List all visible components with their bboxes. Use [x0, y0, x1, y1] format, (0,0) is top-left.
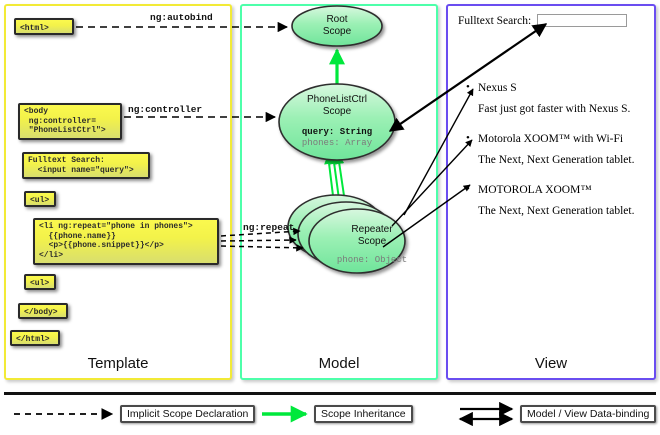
- column-model: Model: [240, 4, 438, 380]
- legend: Implicit Scope Declaration Scope Inherit…: [0, 399, 660, 431]
- legend-data-binding: Model / View Data-binding: [520, 405, 657, 423]
- html-close-box: </html>: [10, 330, 60, 346]
- li-repeat-box: <li ng:repeat="phone in phones"> {{phone…: [33, 218, 219, 265]
- legend-separator: [4, 392, 656, 395]
- column-label-template: Template: [87, 355, 149, 372]
- legend-implicit-scope: Implicit Scope Declaration: [120, 405, 256, 423]
- view-content: Fulltext Search: Nexus S Fast just got f…: [452, 10, 650, 265]
- view-phone-item-1: Motorola XOOM™ with Wi-Fi The Next, Next…: [466, 132, 648, 166]
- view-search-row: Fulltext Search:: [458, 14, 628, 27]
- view-phone-item-0: Nexus S Fast just got faster with Nexus …: [466, 81, 648, 115]
- html-open-box: <html>: [14, 18, 74, 35]
- view-phone-snippet: Fast just got faster with Nexus S.: [478, 103, 631, 115]
- column-label-model: Model: [318, 355, 360, 372]
- legend-scope-inheritance: Scope Inheritance: [314, 405, 413, 423]
- ul-close-box: <ul>: [24, 274, 56, 290]
- view-phone-name: MOTOROLA XOOM™: [466, 183, 648, 196]
- body-close-box: </body>: [18, 303, 68, 319]
- column-label-view: View: [534, 355, 568, 372]
- view-search-input[interactable]: [537, 14, 628, 27]
- legend-implicit-scope-label: Implicit Scope Declaration: [120, 405, 256, 423]
- body-box: <body ng:controller= "PhoneListCtrl">: [18, 103, 122, 140]
- search-box: Fulltext Search: <input name="query">: [22, 152, 150, 179]
- view-phone-name: Nexus S: [466, 81, 648, 94]
- ul-open-box: <ul>: [24, 191, 56, 207]
- view-phone-name: Motorola XOOM™ with Wi-Fi: [466, 132, 648, 145]
- legend-data-binding-label: Model / View Data-binding: [520, 405, 657, 423]
- view-phone-snippet: The Next, Next Generation tablet.: [478, 154, 635, 166]
- view-search-label: Fulltext Search:: [458, 14, 532, 27]
- legend-scope-inheritance-label: Scope Inheritance: [314, 405, 413, 423]
- view-phone-snippet: The Next, Next Generation tablet.: [478, 205, 635, 217]
- view-phone-item-2: MOTOROLA XOOM™ The Next, Next Generation…: [466, 183, 648, 217]
